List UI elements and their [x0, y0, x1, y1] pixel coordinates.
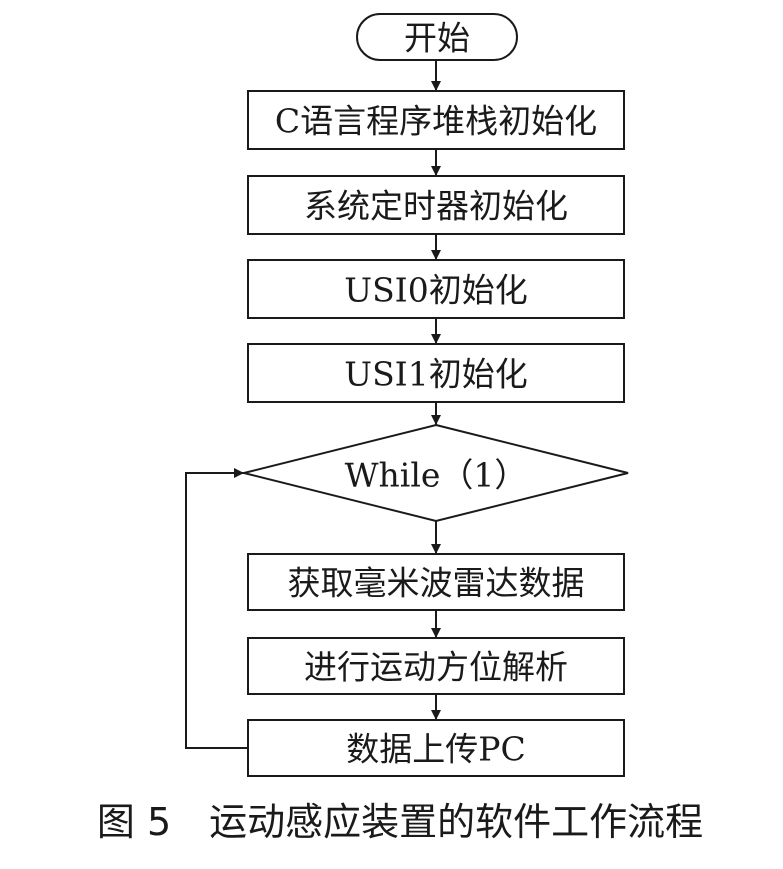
- usi0-init-box: [247, 259, 625, 319]
- start-label: 开始: [404, 19, 470, 58]
- usi0-init-label: USI0初始化: [344, 271, 527, 310]
- upload-label: 数据上传PC: [346, 730, 525, 769]
- usi1-init-label: USI1初始化: [344, 355, 527, 394]
- stack-init-label: C语言程序堆栈初始化: [275, 102, 597, 141]
- timer-init-label: 系统定时器初始化: [304, 187, 568, 226]
- get-radar-box: [247, 553, 625, 611]
- loop-label: While（1）: [345, 456, 528, 495]
- stack-init-box: [247, 90, 625, 150]
- figure-caption: 图 5 运动感应装置的软件工作流程: [97, 800, 703, 844]
- get-radar-label: 获取毫米波雷达数据: [288, 564, 585, 603]
- loop-back-arrow: [185, 468, 248, 749]
- analyze-box: [247, 637, 625, 695]
- analyze-label: 进行运动方位解析: [304, 648, 568, 687]
